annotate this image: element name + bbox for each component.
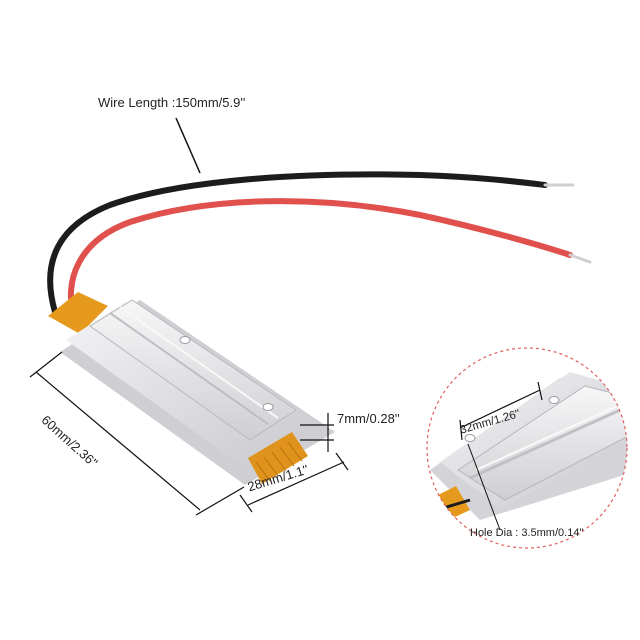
kapton-tape xyxy=(48,292,108,334)
hole-diameter-label: Hole Dia : 3.5mm/0.14'' xyxy=(470,527,584,539)
thickness-label: 7mm/0.28'' xyxy=(337,411,400,426)
wire-length-label: Wire Length :150mm/5.9'' xyxy=(98,95,246,110)
wire-length-leader xyxy=(175,117,201,174)
red-wire xyxy=(68,198,592,323)
zoom-callout xyxy=(426,347,628,549)
heater-body xyxy=(60,299,335,485)
width-dimension xyxy=(239,452,349,513)
thickness-dimension xyxy=(300,413,334,452)
black-wire xyxy=(47,171,575,315)
length-dimension xyxy=(29,351,245,516)
